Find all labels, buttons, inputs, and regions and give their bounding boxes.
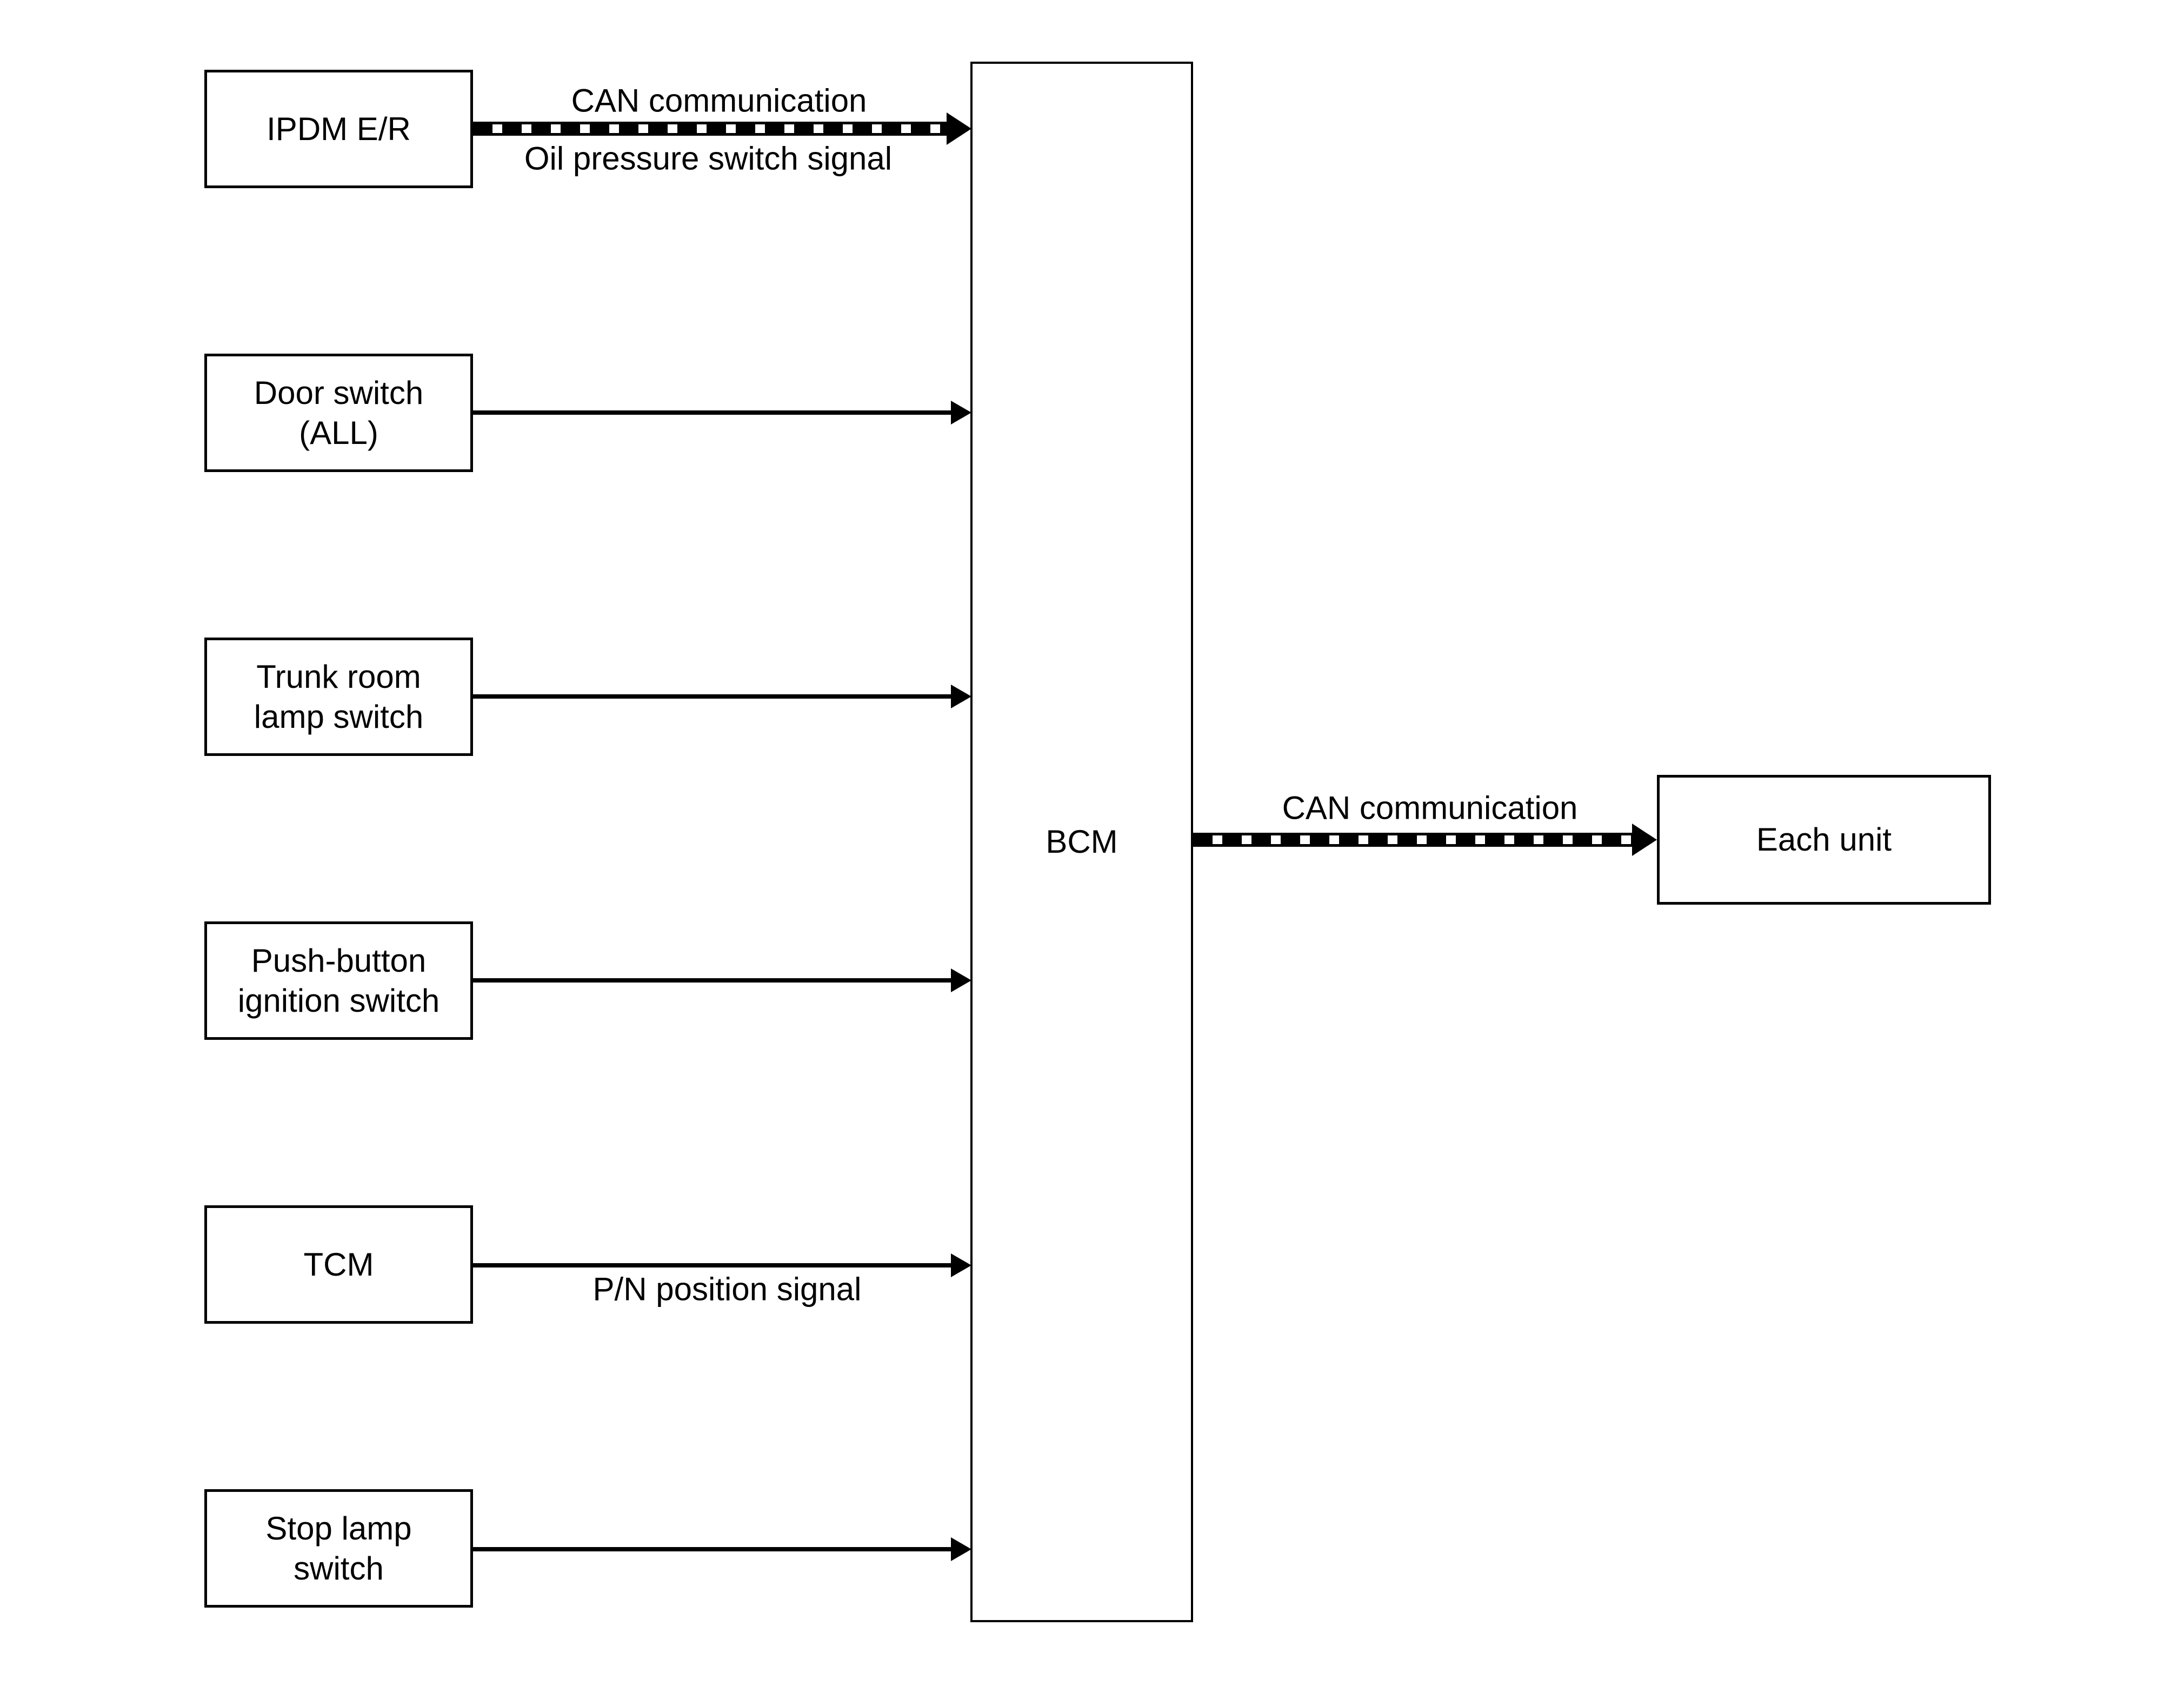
node-tcm: TCM [204, 1205, 473, 1324]
arrow-ipdm-to-bcm [473, 112, 971, 145]
label-can-communication-bcm: CAN communication [1282, 789, 1578, 826]
can-arrow-band [1193, 833, 1632, 847]
node-trunk-room-lamp-switch: Trunk room lamp switch [204, 638, 473, 756]
arrow-head [951, 1537, 971, 1561]
node-ipdm-er: IPDM E/R [204, 70, 473, 188]
node-stop-lamp-switch: Stop lamp switch [204, 1489, 473, 1608]
can-arrow-band [473, 122, 947, 136]
arrow-shaft [473, 978, 951, 983]
arrow-shaft [473, 1263, 951, 1267]
arrow-head [951, 968, 971, 992]
arrow-head [951, 401, 971, 424]
node-push-button-ignition-switch-label: Push-button ignition switch [237, 943, 440, 1019]
arrow-head [951, 685, 971, 708]
arrow-shaft [473, 410, 951, 415]
node-each-unit: Each unit [1657, 775, 1991, 905]
node-ipdm-er-label: IPDM E/R [267, 110, 411, 147]
can-arrow-head [1632, 824, 1657, 856]
node-trunk-room-lamp-switch-label: Trunk room lamp switch [254, 659, 424, 735]
arrow-stop-to-bcm [473, 1537, 971, 1561]
arrow-door-to-bcm [473, 401, 971, 424]
node-stop-lamp-switch-label: Stop lamp switch [265, 1510, 412, 1587]
node-tcm-label: TCM [303, 1246, 374, 1283]
arrow-shaft [473, 694, 951, 699]
arrow-shaft [473, 1547, 951, 1551]
arrow-head [951, 1253, 971, 1277]
label-can-communication-ipdm: CAN communication [571, 82, 867, 119]
node-push-button-ignition-switch: Push-button ignition switch [204, 921, 473, 1040]
label-pn-position-signal: P/N position signal [592, 1271, 862, 1308]
node-door-switch-label: Door switch (ALL) [254, 375, 424, 451]
node-each-unit-label: Each unit [1756, 821, 1892, 858]
can-arrow-head [947, 112, 971, 145]
node-door-switch: Door switch (ALL) [204, 354, 473, 472]
arrow-trunk-to-bcm [473, 685, 971, 708]
node-bcm-label: BCM [1046, 824, 1118, 860]
node-bcm: BCM [970, 62, 1193, 1622]
arrow-tcm-to-bcm [473, 1253, 971, 1277]
arrow-push-to-bcm [473, 968, 971, 992]
arrow-bcm-to-each-unit [1193, 824, 1657, 856]
label-oil-pressure-switch-signal: Oil pressure switch signal [524, 140, 893, 177]
